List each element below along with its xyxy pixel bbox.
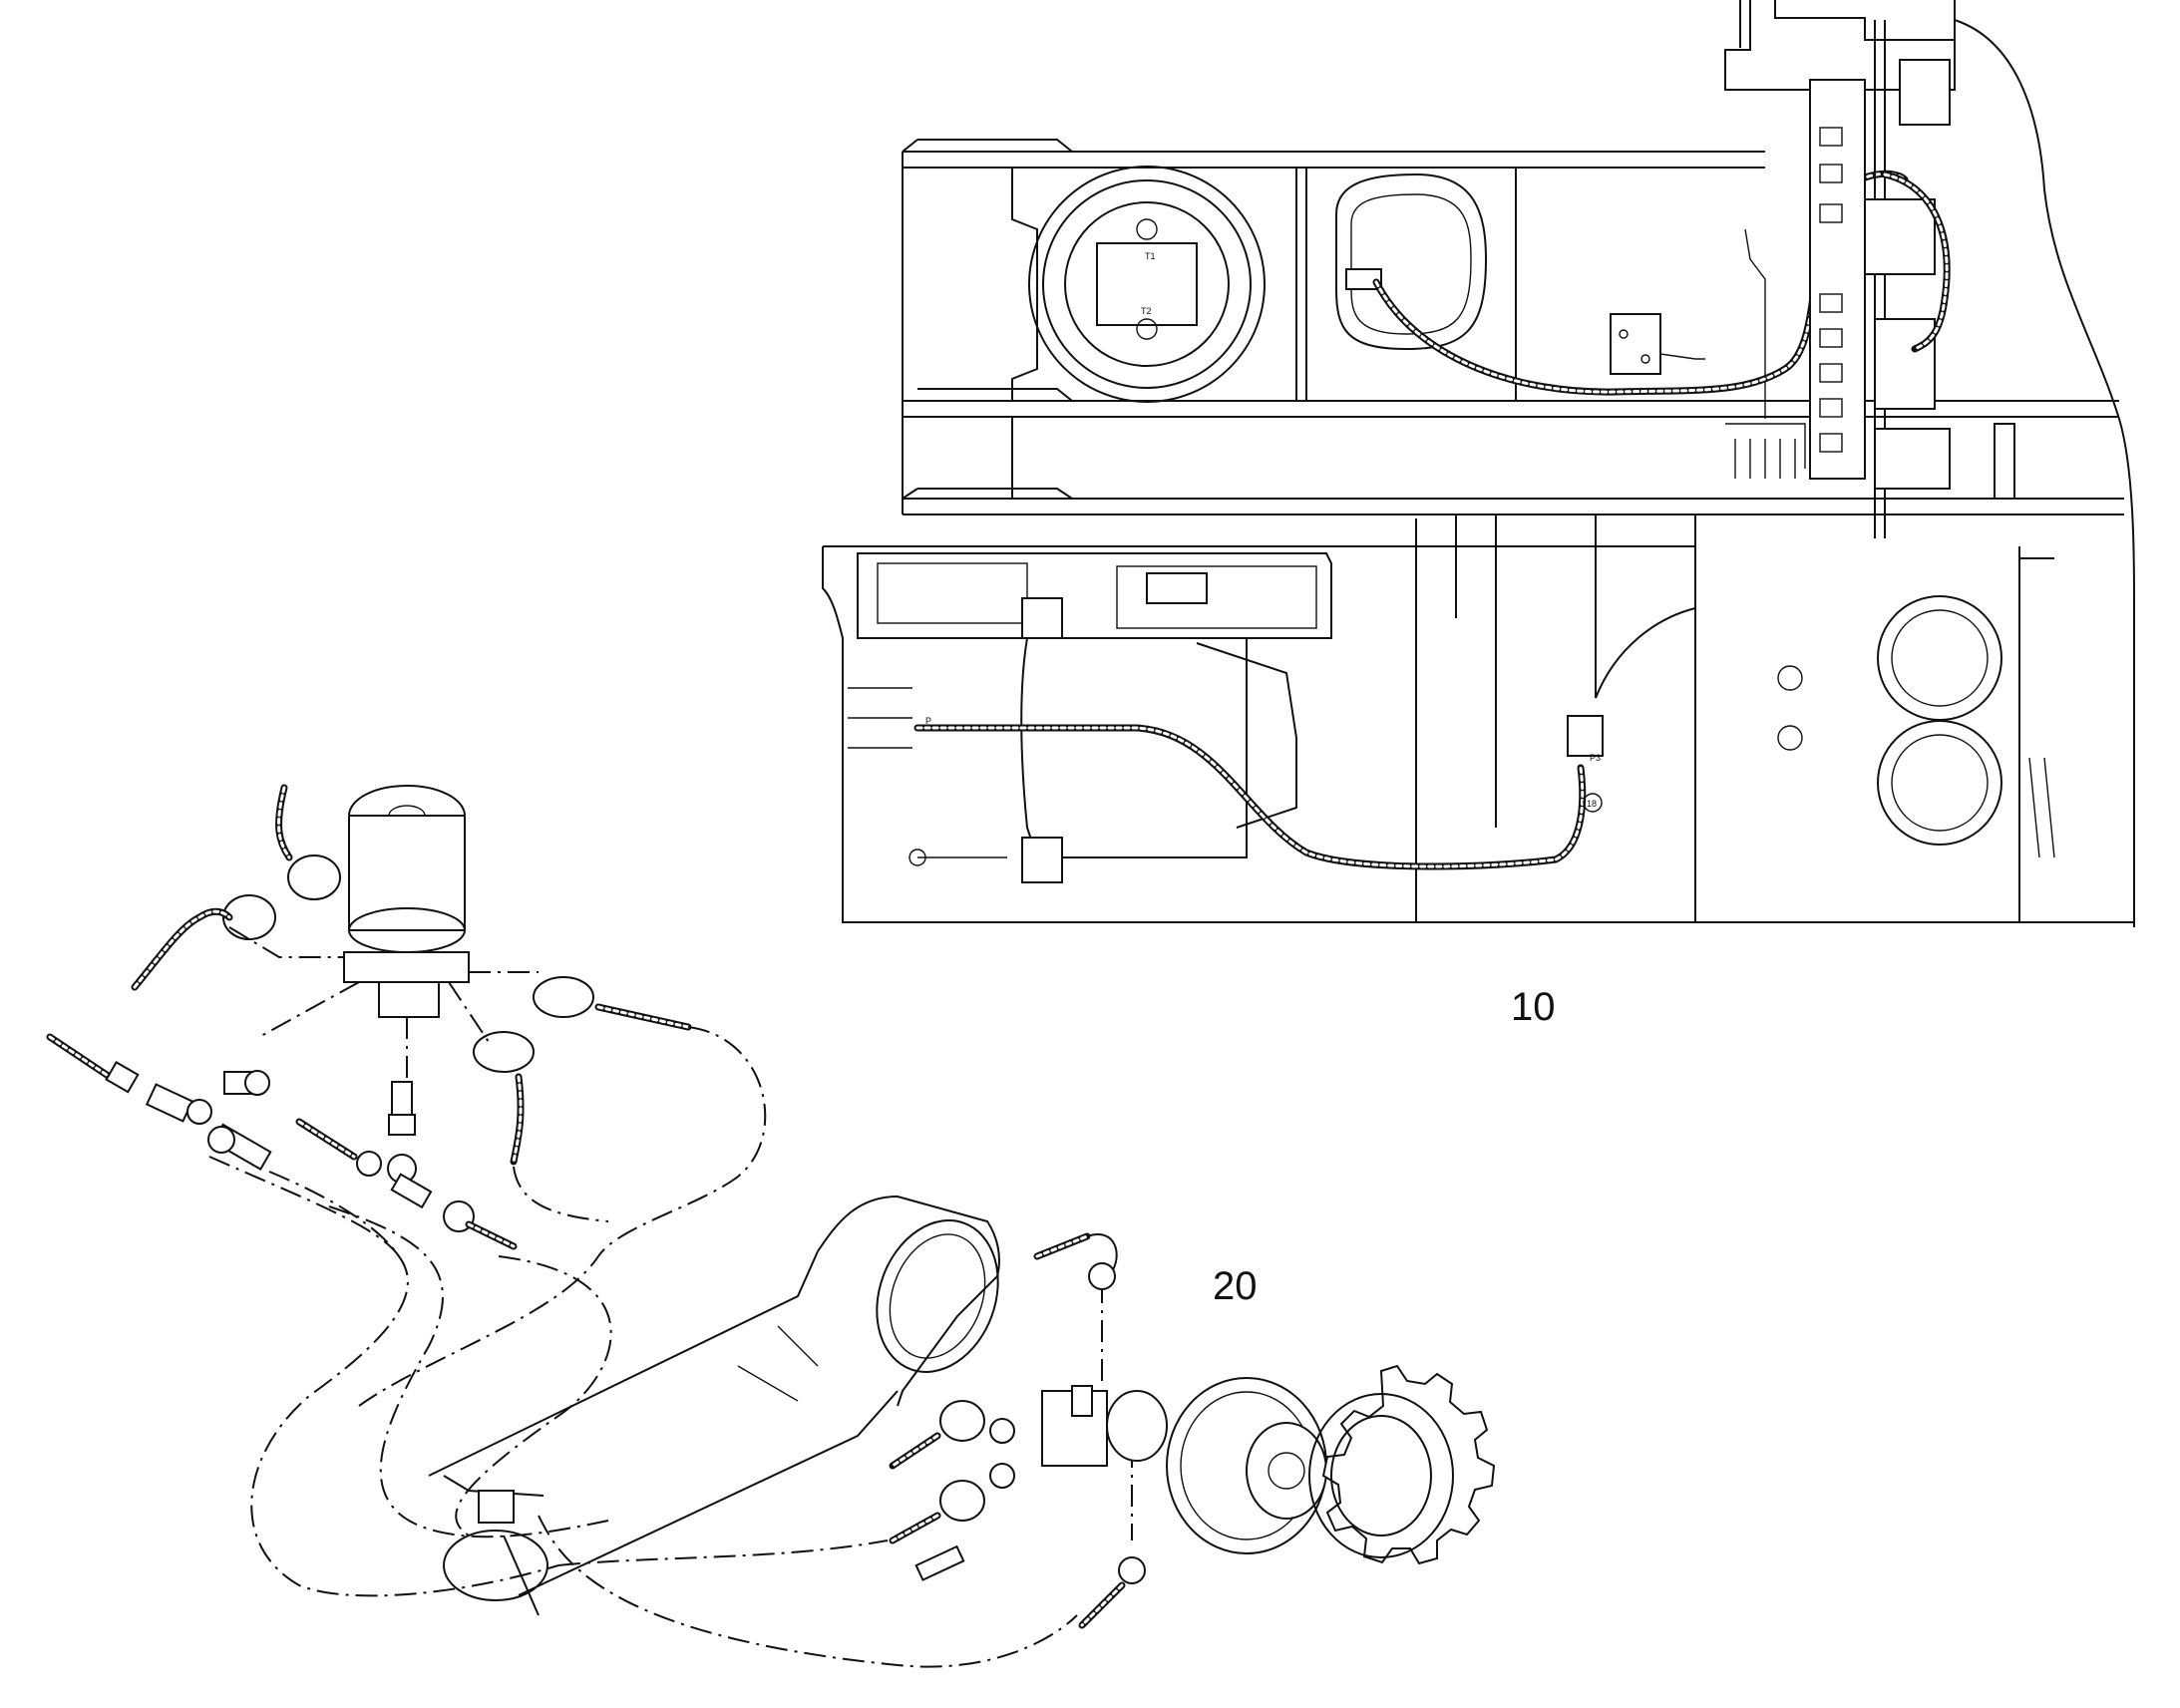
flange-hose-3 (889, 1400, 985, 1470)
track-frame (428, 1195, 1000, 1616)
callout-20: 20 (1213, 1264, 1258, 1308)
fitting-6 (388, 1081, 416, 1136)
fitting-2 (145, 1083, 212, 1125)
fittings-group (46, 976, 692, 1250)
fitting-5 (295, 1118, 382, 1177)
port-label-p3: P3 (1590, 753, 1601, 763)
fitting-4 (207, 1123, 272, 1172)
fitting-7 (387, 1154, 433, 1209)
port-label-t2: T2 (1141, 306, 1152, 316)
flange-hose-4 (889, 1480, 985, 1544)
upper-frame-assembly: T1 T2 (822, 0, 2135, 927)
flange-hose-2 (473, 1031, 535, 1166)
fitting-1 (46, 1033, 140, 1094)
port-label-p: P (925, 716, 931, 726)
final-drive (1166, 1377, 1327, 1554)
fitting-8 (443, 1200, 518, 1250)
callout-10: 10 (1511, 985, 1556, 1029)
port-label-t1: T1 (1145, 251, 1156, 261)
flange-hose-1 (533, 976, 692, 1031)
fitting-3 (223, 1070, 270, 1096)
balloon-18: 18 (1587, 799, 1597, 809)
manifold-ports (1819, 127, 1843, 453)
travel-motor (889, 1232, 1168, 1629)
hose-routing-lines (208, 926, 1133, 1668)
sprocket (1308, 1364, 1496, 1565)
swivel-joint (131, 784, 470, 1018)
